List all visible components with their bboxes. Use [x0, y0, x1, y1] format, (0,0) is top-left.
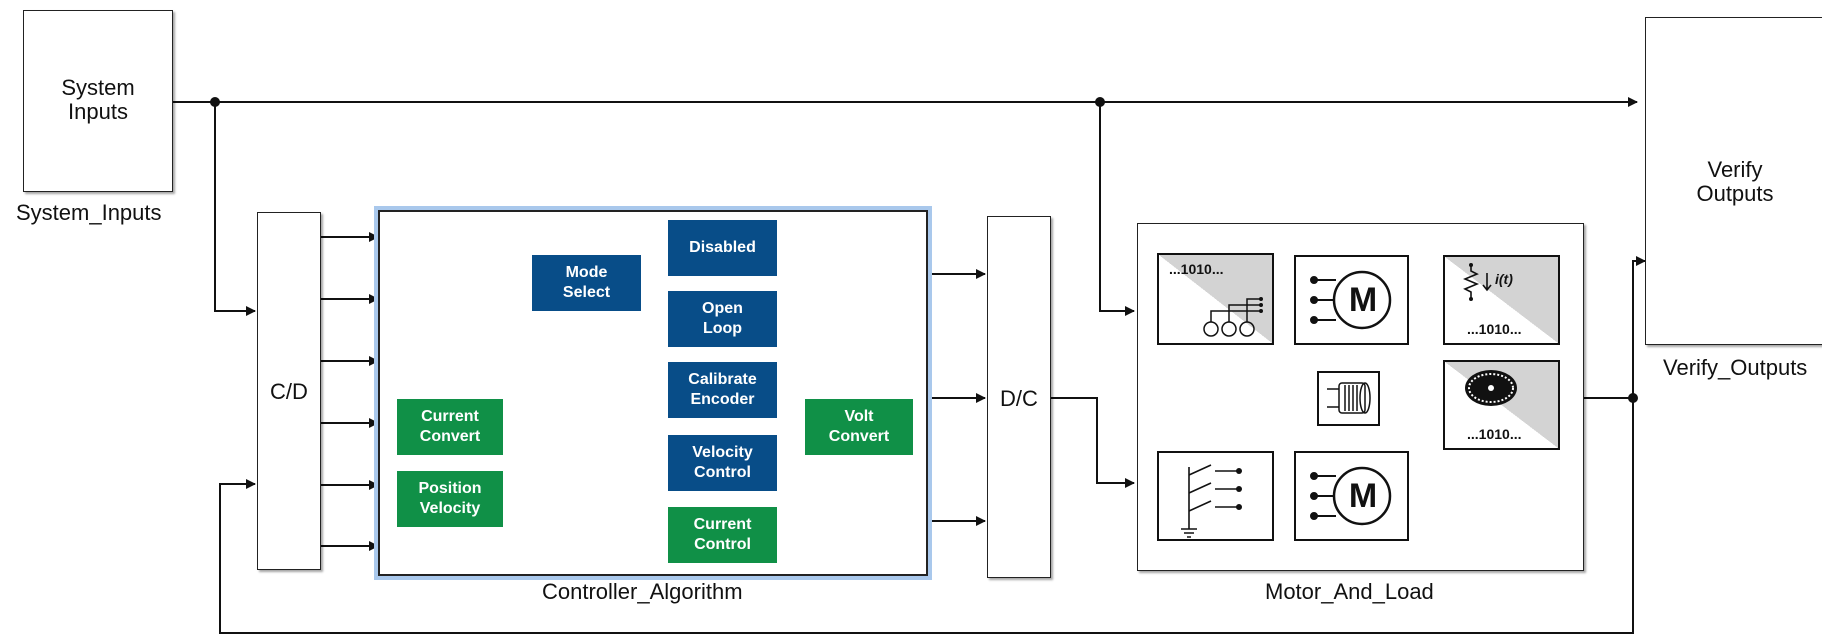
pwm-driver-icon[interactable]: ...1010... [1157, 253, 1274, 345]
current-sensor-icon[interactable]: i(t) ...1010... [1443, 255, 1560, 345]
encoder-text: ...1010... [1467, 426, 1522, 442]
wire-sysin-to-cd[interactable] [214, 102, 256, 316]
cd-block[interactable]: C/D [257, 212, 321, 570]
system-inputs-label: System Inputs [61, 75, 135, 124]
wire-motor-to-verify[interactable] [1584, 256, 1646, 399]
dc-block[interactable]: D/C [987, 216, 1051, 578]
cd-label: C/D [270, 379, 308, 404]
motor-1-drawing [1310, 270, 1392, 330]
wire-sysin-to-motor[interactable] [1099, 102, 1135, 316]
verify-outputs-block[interactable]: Verify Outputs [1645, 17, 1822, 345]
controller-algorithm-caption: Controller_Algorithm [542, 579, 743, 604]
verify-outputs-caption: Verify_Outputs [1663, 355, 1808, 380]
junction-dot [1095, 97, 1105, 107]
motor-2-icon[interactable]: M [1294, 451, 1409, 541]
velocity-control-block[interactable]: Velocity Control [668, 435, 777, 491]
motor-and-load-caption: Motor_And_Load [1265, 579, 1434, 604]
calibrate-encoder-block[interactable]: Calibrate Encoder [668, 362, 777, 418]
motor-1-label: M [1348, 281, 1378, 319]
junction-dot [1628, 393, 1638, 403]
circuit-sources-icon [1203, 297, 1263, 337]
dc-label: D/C [1000, 386, 1038, 411]
position-velocity-block[interactable]: Position Velocity [397, 471, 503, 527]
switch-drawing [1181, 464, 1242, 538]
mode-select-block[interactable]: Mode Select [532, 255, 641, 311]
open-loop-block[interactable]: Open Loop [668, 291, 777, 347]
volt-convert-block[interactable]: Volt Convert [805, 399, 913, 455]
resistor-icon [1463, 263, 1492, 301]
switch-icon[interactable] [1157, 451, 1274, 541]
motor-2-label: M [1348, 477, 1378, 515]
encoder-icon[interactable]: ...1010... [1443, 360, 1560, 450]
motor-1-icon[interactable]: M [1294, 255, 1409, 345]
wire-feedback[interactable] [219, 398, 1634, 634]
current-control-block[interactable]: Current Control [668, 507, 777, 563]
encoder-disk-icon [1465, 370, 1517, 406]
current-convert-block[interactable]: Current Convert [397, 399, 503, 455]
inertia-drawing [1327, 382, 1371, 414]
current-sensor-text: ...1010... [1467, 321, 1522, 337]
system-inputs-caption: System_Inputs [16, 200, 162, 225]
disabled-block[interactable]: Disabled [668, 220, 777, 276]
system-inputs-block[interactable]: System Inputs [23, 10, 173, 192]
verify-outputs-label: Verify Outputs [1696, 157, 1774, 206]
inertia-load-icon[interactable] [1317, 371, 1380, 426]
motor-2-drawing [1310, 466, 1392, 526]
junction-dot [210, 97, 220, 107]
current-sensor-label: i(t) [1495, 271, 1513, 287]
wire-dc-to-motor[interactable] [1051, 397, 1135, 488]
pwm-driver-text: ...1010... [1169, 261, 1224, 277]
